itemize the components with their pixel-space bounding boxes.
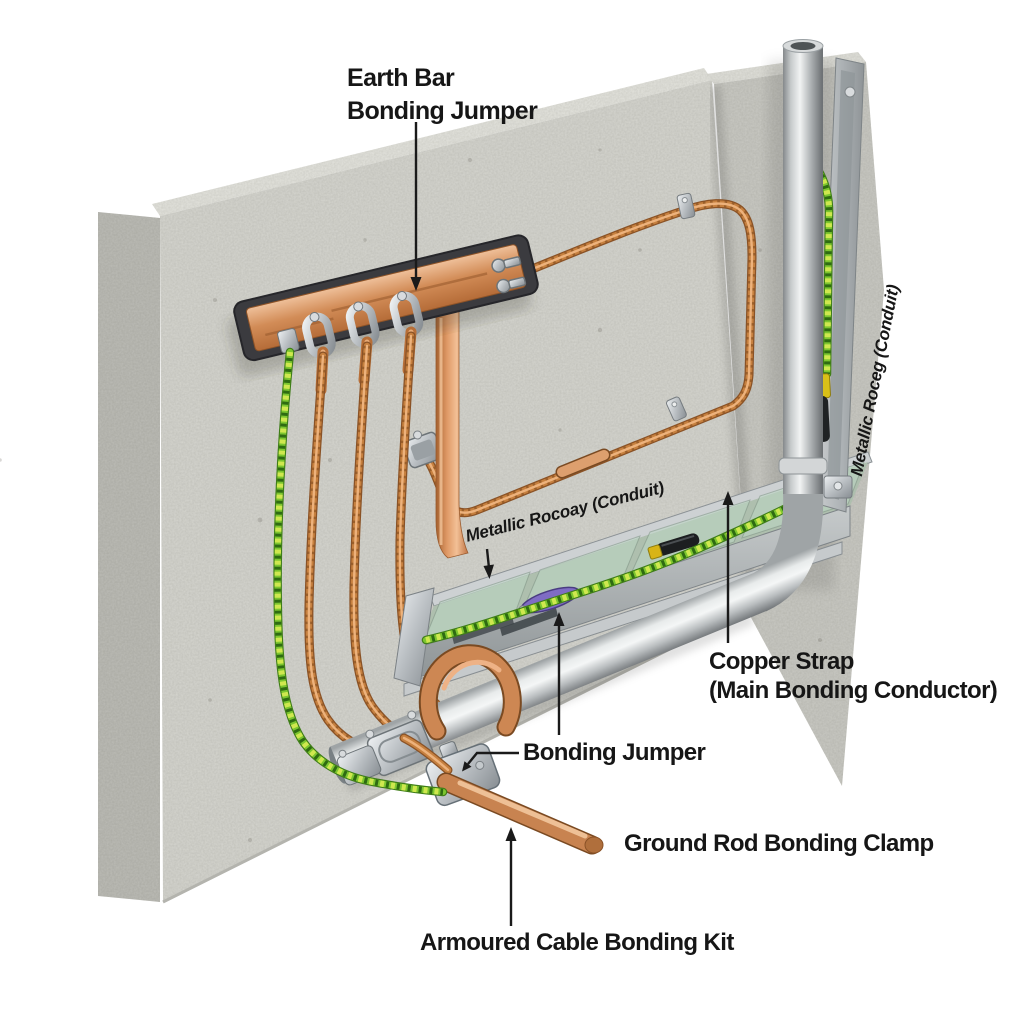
arrow-earth-bar — [410, 277, 422, 291]
arrow-copper-strap — [722, 491, 734, 505]
pipe-elbow — [748, 491, 824, 612]
label-copper-strap: Copper Strap (Main Bonding Conductor) — [709, 647, 998, 705]
tray-dark-slot — [500, 608, 558, 636]
ground-rod — [436, 772, 604, 855]
arrow-bonding-jumper-clamp — [462, 761, 472, 772]
tray-end-cap — [393, 587, 435, 687]
strut-screw-top — [844, 86, 856, 98]
main-bonding-conductor-cable — [423, 204, 752, 513]
label-earth-bar-bonding-jumper: Earth Bar Bonding Jumper — [347, 62, 538, 128]
cable-wall-clip-top — [676, 192, 696, 220]
lug-bolts — [309, 290, 407, 322]
conduit-coupling — [778, 457, 828, 475]
concrete-speckles — [0, 148, 822, 842]
tray-back-rail — [429, 451, 873, 607]
label-ground-rod-bonding-clamp: Ground Rod Bonding Clamp — [624, 830, 934, 857]
strut-screw-bottom — [833, 481, 843, 491]
label-armoured-cable-bonding-kit: Armoured Cable Bonding Kit — [420, 929, 734, 956]
cable-wall-clip-mid — [665, 396, 687, 422]
arrow-raceway — [483, 564, 494, 579]
metallic-raceway-tray — [393, 451, 873, 697]
arrow-bonding-jumper-tray — [553, 612, 565, 626]
copper-strap — [435, 309, 469, 559]
label-bonding-jumper: Bonding Jumper — [523, 739, 706, 766]
cable-sleeve-face — [557, 450, 609, 477]
copper-bonding-ring — [418, 644, 522, 741]
label-copper-strap-line1: Copper Strap — [709, 648, 854, 675]
wall-strut — [817, 57, 865, 513]
tray-cable-connector — [647, 533, 700, 560]
label-copper-strap-line2: (Main Bonding Conductor) — [709, 677, 998, 704]
label-earth-bar-line2: Bonding Jumper — [347, 97, 538, 125]
arrow-armoured-kit — [505, 827, 517, 841]
earth-bar-terminal-bolts — [491, 256, 527, 294]
label-earth-bar-line1: Earth Bar — [347, 64, 455, 92]
tray-lower-rail — [403, 541, 843, 697]
conduit-top-hole — [790, 42, 816, 50]
wall-top-face — [152, 68, 712, 216]
annotation-leaders — [410, 122, 734, 926]
wall-left-side-face — [98, 212, 160, 902]
